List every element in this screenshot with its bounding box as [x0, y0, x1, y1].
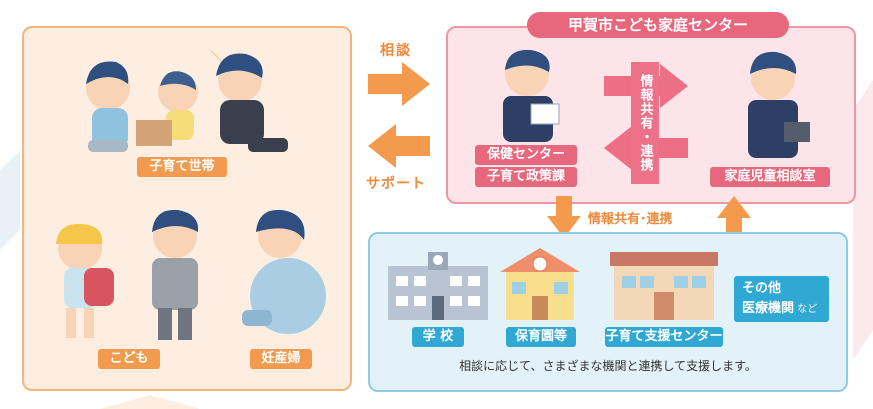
policy-section-label: 子育て政策課: [475, 167, 577, 187]
households-panel: [22, 26, 352, 391]
center-title: 甲賀市こども家庭センター: [527, 12, 789, 38]
medical-label: 医療機関: [742, 301, 795, 316]
support-arrow-icon: [368, 124, 430, 168]
family-consult-label: 家庭児童相談室: [710, 167, 830, 187]
other-label: その他: [742, 281, 782, 296]
households-label: 子育て世帯: [137, 157, 227, 177]
middle-share-label: 情報共有･連携: [588, 212, 673, 227]
support-center-label: 子育て支援センター: [605, 327, 723, 347]
support-label: サポート: [366, 176, 426, 192]
share-vertical-label: 情報共有・連携: [631, 62, 659, 184]
pregnant-label: 妊産婦: [250, 349, 312, 369]
nursery-label: 保育園等: [506, 327, 576, 347]
school-label: 学 校: [412, 327, 464, 347]
health-center-label: 保健センター: [475, 145, 577, 165]
consult-arrow-icon: [368, 62, 430, 106]
consult-label: 相談: [380, 43, 412, 59]
bottom-caption: 相談に応じて、さまざまな機関と連携して支援します。: [459, 359, 757, 373]
children-label: こども: [98, 349, 160, 369]
other-institutions-box: その他 医療機関 など: [734, 276, 829, 322]
etc-label: など: [794, 304, 818, 315]
